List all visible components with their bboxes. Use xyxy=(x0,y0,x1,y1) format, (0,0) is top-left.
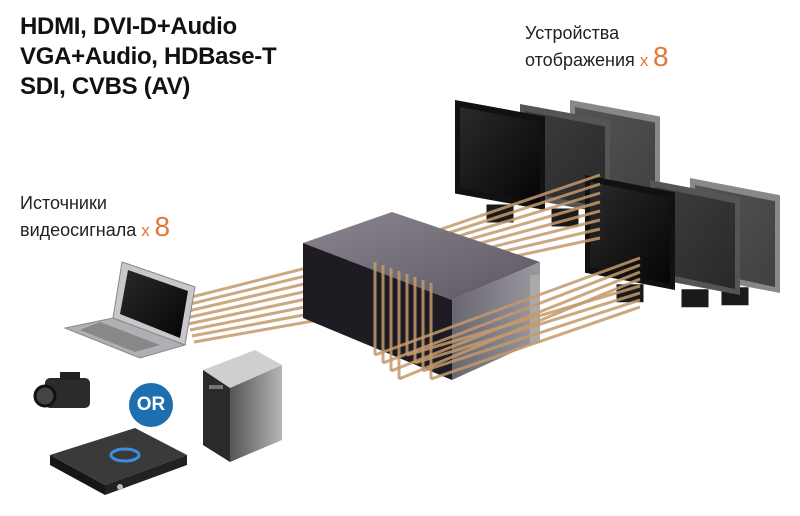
front-cable xyxy=(430,305,641,381)
sources-count: x 8 xyxy=(141,213,170,241)
count: 8 xyxy=(653,41,669,72)
count: 8 xyxy=(154,211,171,242)
input-cable xyxy=(193,316,331,344)
front-cable xyxy=(414,291,641,365)
monitor xyxy=(585,175,675,303)
displays-count: x 8 xyxy=(639,43,669,71)
sources-line2: видеосигнала xyxy=(20,220,137,240)
displays-line2: отображения xyxy=(525,50,635,70)
front-cable xyxy=(382,263,641,365)
front-cables xyxy=(373,256,641,381)
front-cable xyxy=(422,298,641,373)
front-cable xyxy=(406,284,641,357)
bluray-player xyxy=(50,428,187,495)
sources-line1: Источники xyxy=(20,193,107,213)
pc-tower xyxy=(203,350,282,462)
laptop xyxy=(63,261,196,359)
format-line: HDMI, DVI-D+Audio xyxy=(20,13,237,40)
multiplier: x xyxy=(639,51,649,70)
displays-label: Устройства отображения x 8 xyxy=(525,22,669,72)
sources-label: Источники видеосигнала x 8 xyxy=(20,192,170,242)
format-line: VGA+Audio, HDBase-T xyxy=(20,43,277,70)
monitor xyxy=(455,100,545,223)
displays-line1: Устройства xyxy=(525,23,620,43)
camcorder-icon xyxy=(33,372,90,408)
supported-formats: HDMI, DVI-D+Audio VGA+Audio, HDBase-T SD… xyxy=(20,12,277,102)
front-cable xyxy=(374,256,641,357)
multiplier: x xyxy=(141,221,150,240)
display-monitors xyxy=(455,100,780,308)
or-label: OR xyxy=(136,394,166,415)
format-line: SDI, CVBS (AV) xyxy=(20,73,191,100)
or-badge xyxy=(129,383,173,427)
input-cables xyxy=(179,260,331,344)
